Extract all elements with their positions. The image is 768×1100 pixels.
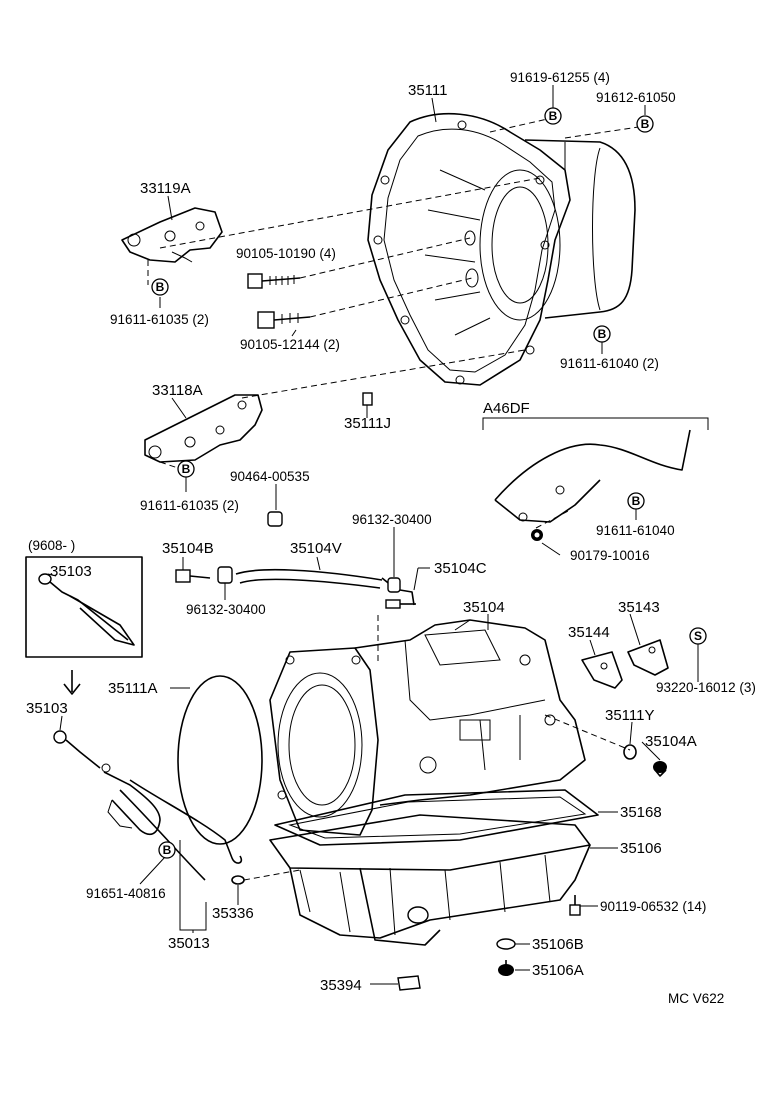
- mark-b-91611-61040-2: B: [593, 325, 611, 343]
- mark-b-91612: B: [636, 115, 654, 133]
- label-91611-61035-a: 91611-61035 (2): [110, 312, 209, 327]
- mark-b-91611-61040: B: [627, 492, 645, 510]
- label-35104C: 35104C: [434, 560, 487, 577]
- oring-35336: [231, 875, 245, 885]
- pan-gasket-35168: [274, 789, 599, 846]
- circled-marks: B B B B B B S B: [151, 107, 707, 859]
- mark-s-93220: S: [689, 627, 707, 645]
- label-35111J: 35111J: [344, 415, 391, 432]
- label-35394: 35394: [320, 977, 362, 994]
- label-35143: 35143: [618, 599, 660, 616]
- box-9608: [25, 556, 143, 658]
- label-35103-box: 35103: [50, 563, 92, 580]
- svg-text:S: S: [694, 629, 702, 643]
- bracket-33118A: [144, 394, 263, 463]
- oil-pan-35106: [269, 814, 591, 946]
- label-90105-12144: 90105-12144 (2): [240, 337, 340, 352]
- bolt-90105-12144: [257, 311, 311, 329]
- label-96132-30400-b: 96132-30400: [186, 602, 266, 617]
- label-35104V: 35104V: [290, 540, 342, 557]
- bolt-90119-06532: [569, 895, 581, 916]
- label-35336: 35336: [212, 905, 254, 922]
- gasket-35106B: [496, 938, 516, 950]
- label-91611-61040: 91611-61040: [596, 523, 675, 538]
- svg-text:B: B: [598, 327, 607, 341]
- label-91612-61050: 91612-61050: [596, 90, 676, 105]
- transmission-case-35104: [269, 619, 586, 836]
- label-35104B: 35104B: [162, 540, 214, 557]
- leader-lines: [47, 85, 699, 985]
- label-91651-40816: 91651-40816: [86, 886, 166, 901]
- gasket-35111A: [177, 675, 263, 845]
- label-35111: 35111: [408, 82, 448, 99]
- label-90105-10190: 90105-10190 (4): [236, 246, 336, 261]
- oring-35111Y: [623, 744, 637, 760]
- svg-text:B: B: [641, 117, 650, 131]
- label-35104A: 35104A: [645, 733, 697, 750]
- label-35013: 35013: [168, 935, 210, 952]
- plug-35111J: [362, 392, 373, 406]
- label-90179-10016: 90179-10016: [570, 548, 650, 563]
- label-35106B: 35106B: [532, 936, 584, 953]
- label-90119-06532: 90119-06532 (14): [600, 899, 706, 914]
- label-35106A: 35106A: [532, 962, 584, 979]
- svg-text:B: B: [182, 462, 191, 476]
- oil-filler-tube-35103: [53, 730, 243, 881]
- label-35111Y: 35111Y: [605, 707, 655, 724]
- label-90464-00535: 90464-00535: [230, 469, 310, 484]
- magnet-35394: [397, 975, 421, 991]
- label-9608: (9608- ): [28, 538, 75, 553]
- label-35111A: 35111A: [108, 680, 158, 697]
- svg-text:B: B: [632, 494, 641, 508]
- bracket-33119A: [121, 207, 223, 263]
- label-91611-61035-b: 91611-61035 (2): [140, 498, 239, 513]
- mark-b-91651: B: [158, 841, 176, 859]
- label-35103: 35103: [26, 700, 68, 717]
- footer-code: MC V622: [668, 991, 724, 1006]
- part-labels: 35111 91619-61255 (4) 91612-61050 33119A…: [26, 70, 756, 1006]
- a46df-housing: [482, 417, 709, 541]
- alignment-lines: [147, 117, 646, 881]
- bracket-35144: [581, 651, 623, 689]
- svg-text:B: B: [549, 109, 558, 123]
- plug-35104A: [653, 761, 667, 777]
- label-91611-61040-2: 91611-61040 (2): [560, 356, 659, 371]
- label-33119A: 33119A: [140, 180, 191, 197]
- label-35106: 35106: [620, 840, 662, 857]
- svg-text:B: B: [163, 843, 172, 857]
- transmission-housing-35111: [367, 112, 636, 386]
- bracket-35143: [627, 639, 669, 676]
- label-96132-30400-a: 96132-30400: [352, 512, 432, 527]
- label-91619-61255: 91619-61255 (4): [510, 70, 610, 85]
- mark-b-91611-61035-b: B: [177, 460, 195, 478]
- bolt-90105-10190: [247, 273, 301, 289]
- drain-plug-35106A: [498, 960, 514, 976]
- mark-b-91611-61035-a: B: [151, 278, 169, 296]
- mark-b-91619: B: [544, 107, 562, 125]
- label-35168: 35168: [620, 804, 662, 821]
- label-33118A: 33118A: [152, 382, 203, 399]
- arrow-down-icon: [63, 670, 81, 695]
- label-35104: 35104: [463, 599, 505, 616]
- label-35144: 35144: [568, 624, 610, 641]
- hose-35104V: [175, 511, 416, 609]
- svg-text:B: B: [156, 280, 165, 294]
- label-A46DF: A46DF: [483, 400, 530, 417]
- label-93220-16012: 93220-16012 (3): [656, 680, 756, 695]
